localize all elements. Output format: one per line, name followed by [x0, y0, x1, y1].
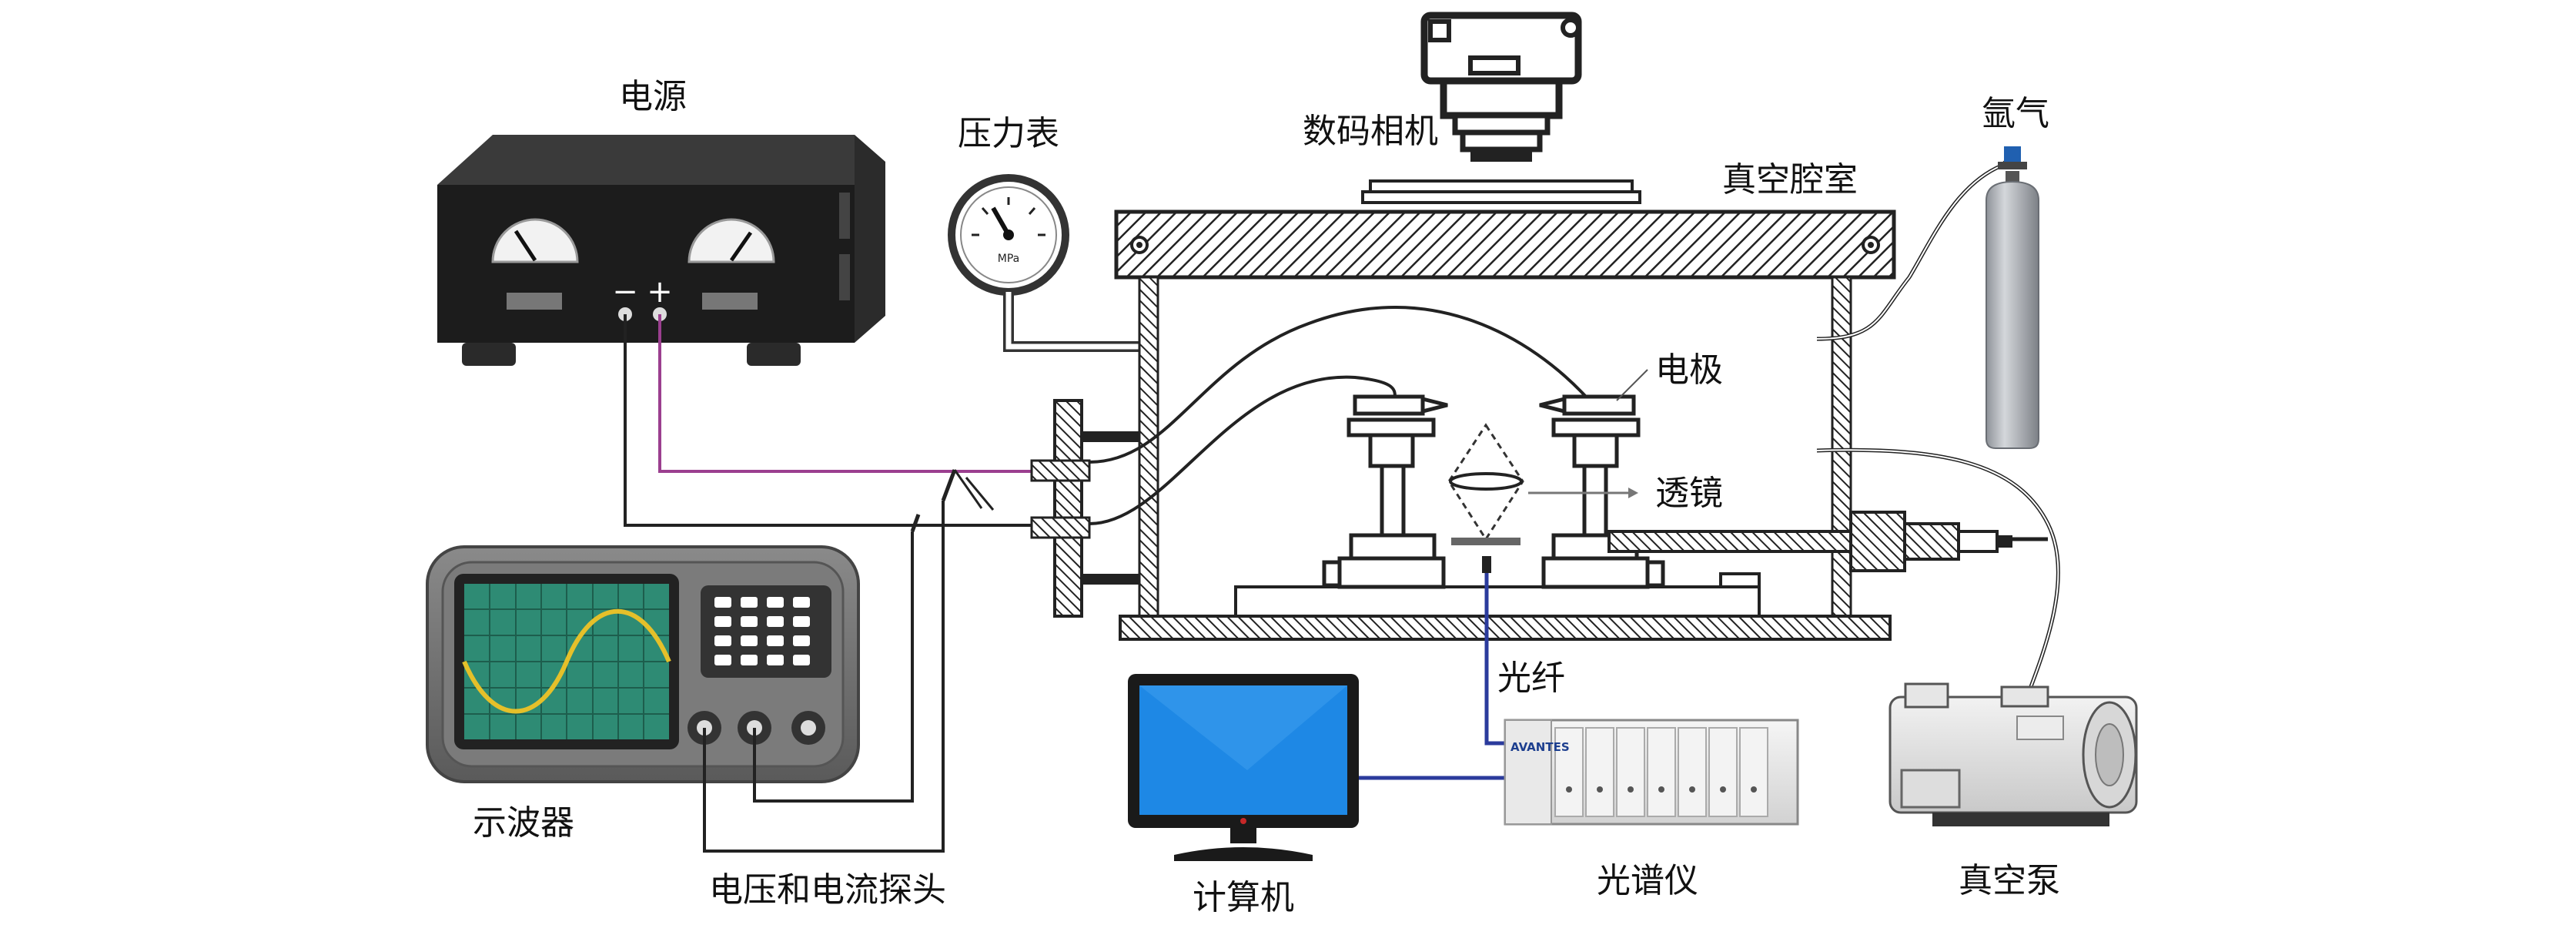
label-vacuum-pump: 真空泵 [1959, 861, 2060, 900]
external-gas-lines-inner [1816, 157, 2059, 725]
spectrometer: AVANTES [1504, 719, 1799, 826]
feedthrough-flange [1030, 399, 1139, 618]
label-power-supply: 电源 [619, 77, 687, 116]
optical-fiber-line [1484, 573, 1505, 746]
probe-tips [910, 469, 995, 532]
power-supply: − + [437, 135, 885, 366]
label-digital-camera: 数码相机 [1303, 112, 1438, 151]
ammeter-dial [687, 218, 775, 263]
internal-cables [1089, 305, 1587, 525]
vacuum-pump [1889, 682, 2138, 826]
label-lens: 透镜 [1655, 474, 1723, 513]
electrode-leader-line [1616, 369, 1648, 401]
label-pressure-gauge: 压力表 [958, 114, 1059, 153]
power-wires [624, 314, 1032, 527]
oscilloscope-connectors [687, 711, 825, 745]
label-optical-fiber: 光纤 [1497, 659, 1565, 698]
digital-camera [1361, 12, 1641, 204]
spectrometer-brand: AVANTES [1510, 740, 1570, 754]
pressure-gauge: MPa [948, 174, 1139, 352]
label-vacuum-chamber: 真空腔室 [1722, 160, 1858, 199]
voltmeter-dial [491, 218, 579, 263]
label-spectrometer: 光谱仪 [1597, 861, 1698, 900]
gauge-unit: MPa [998, 253, 1019, 265]
plus-terminal-label: + [647, 274, 673, 310]
label-electrode: 电极 [1655, 350, 1723, 390]
label-computer: 计算机 [1193, 878, 1294, 917]
adjustment-rod [1607, 511, 2012, 572]
computer-monitor [1128, 674, 1359, 861]
probe-cables [703, 501, 945, 853]
left-electrode-assembly [1322, 394, 1448, 589]
label-probes: 电压和电流探头 [709, 870, 946, 910]
right-electrode-assembly [1539, 394, 1665, 589]
label-argon: 氩气 [1982, 94, 2049, 133]
lens-assembly [1447, 423, 1638, 573]
minus-terminal-label: − [612, 274, 638, 310]
monitor-screen [1139, 685, 1347, 815]
oscilloscope [426, 545, 860, 783]
oscilloscope-waveform [462, 608, 671, 714]
argon-cylinder [1986, 146, 2039, 449]
label-oscilloscope: 示波器 [473, 803, 574, 843]
